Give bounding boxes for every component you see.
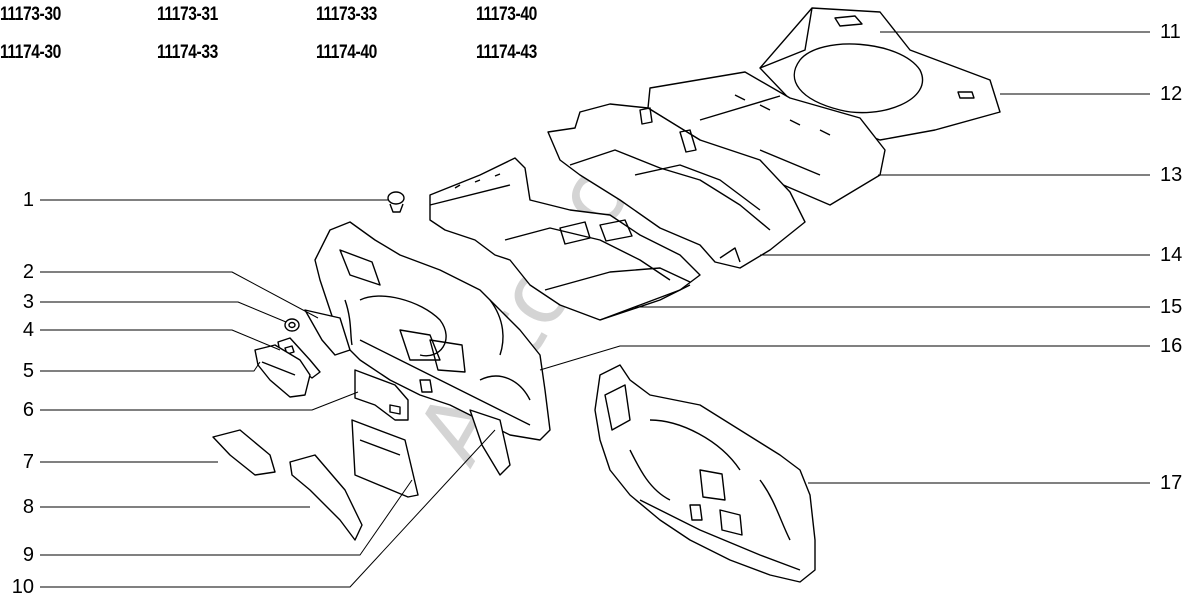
part-14-rear-carpet — [547, 103, 806, 269]
model-code: 11174-30 — [0, 42, 61, 63]
callout-2: 2 — [22, 261, 34, 283]
callout-8: 8 — [22, 496, 34, 518]
leader-lines-left — [40, 199, 496, 588]
model-code: 11173-40 — [476, 4, 537, 25]
callout-5: 5 — [22, 360, 34, 382]
model-code: 11173-31 — [157, 4, 218, 25]
callout-10: 10 — [11, 576, 34, 598]
callout-17: 17 — [1160, 472, 1183, 494]
part-17-bulkhead-insulation — [594, 364, 816, 583]
model-code: 11174-33 — [157, 42, 218, 63]
part-6-pad — [354, 369, 409, 421]
callout-13: 13 — [1160, 164, 1183, 186]
callout-9: 9 — [22, 544, 34, 566]
model-code: 11174-43 — [476, 42, 537, 63]
callout-4: 4 — [22, 319, 34, 341]
part-10-strip — [469, 409, 511, 476]
model-code: 11173-33 — [316, 4, 377, 25]
part-5-pad — [254, 344, 311, 398]
leader-lines-right — [539, 31, 1150, 484]
callout-16: 16 — [1160, 335, 1183, 357]
model-code: 11173-30 — [0, 4, 61, 25]
callout-15: 15 — [1160, 296, 1183, 318]
callout-1: 1 — [22, 189, 34, 211]
callout-11: 11 — [1160, 21, 1181, 43]
callout-12: 12 — [1160, 83, 1183, 105]
part-9-plate — [351, 419, 419, 498]
part-2-panel — [304, 309, 351, 356]
callout-7: 7 — [22, 451, 34, 473]
part-8-pad — [289, 454, 363, 541]
part-1-clip — [387, 191, 405, 213]
model-code: 11174-40 — [316, 42, 377, 63]
callout-6: 6 — [22, 399, 34, 421]
part-3-grommet — [284, 318, 300, 332]
part-7-pad — [212, 429, 276, 476]
callout-14: 14 — [1160, 244, 1183, 266]
part-15-front-carpet — [429, 157, 701, 321]
callout-3: 3 — [22, 291, 34, 313]
